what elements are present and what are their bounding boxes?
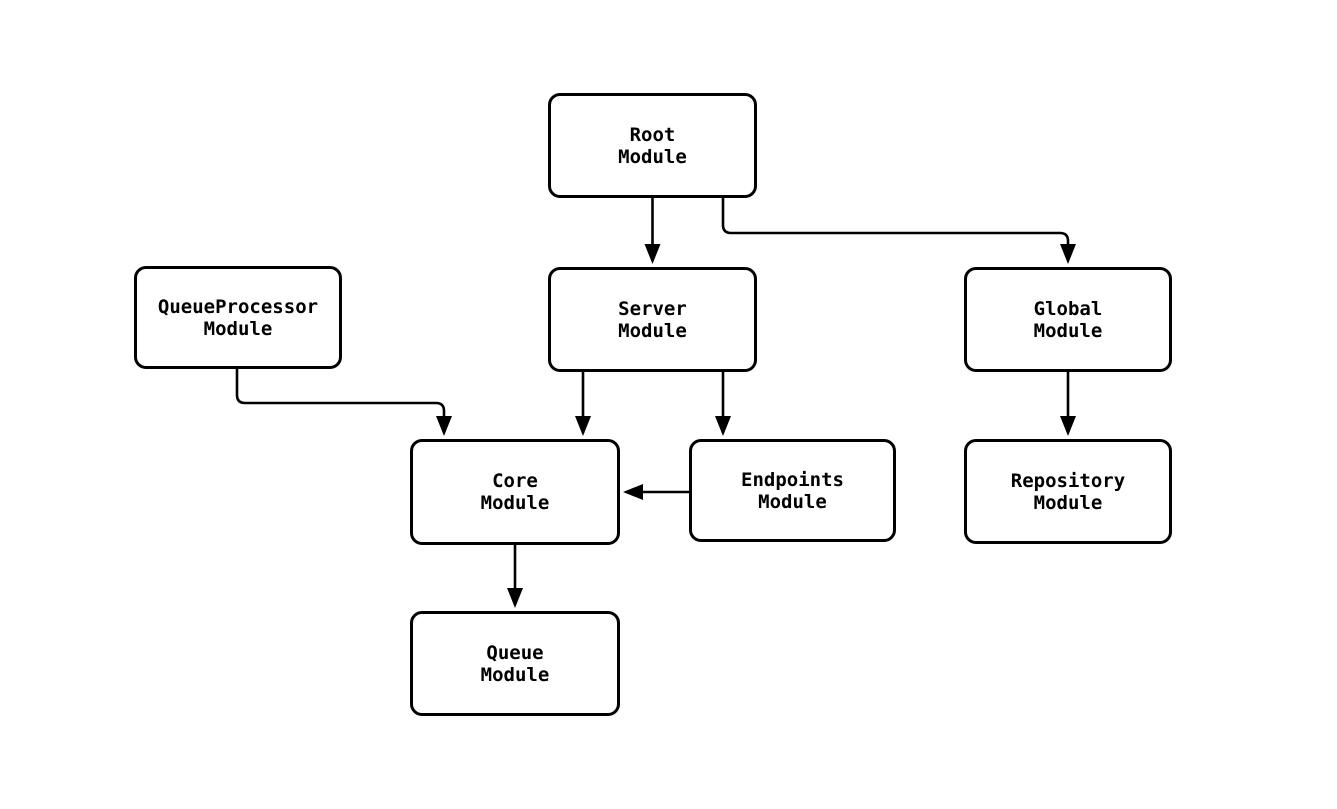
node-label: Root [629,123,676,146]
node-label: Module [758,490,827,513]
node-label: Repository [1010,469,1126,492]
node-core-module: Core Module [410,439,620,545]
node-queue-module: Queue Module [410,611,620,716]
edge-root-to-global [721,198,1076,264]
node-label: Endpoints [741,468,844,491]
node-label: Queue [486,641,544,664]
node-label: Global [1033,297,1103,320]
node-label: Module [1033,319,1103,342]
node-root-module: Root Module [548,93,757,198]
node-repository-module: Repository Module [964,439,1172,544]
node-label: Module [480,492,550,514]
node-label: Module [618,145,687,168]
node-global-module: Global Module [964,267,1172,372]
node-label: Core [492,470,538,492]
node-label: Module [1033,491,1103,514]
node-server-module: Server Module [548,267,757,372]
node-label: Server [618,297,687,320]
edge-queueprocessor-to-core [235,369,452,436]
node-endpoints-module: Endpoints Module [689,439,896,542]
node-label: Module [618,319,687,342]
node-label: Module [203,317,273,340]
node-label: QueueProcessor [157,295,319,318]
node-queueprocessor-module: QueueProcessor Module [134,266,342,369]
node-label: Module [480,663,550,686]
